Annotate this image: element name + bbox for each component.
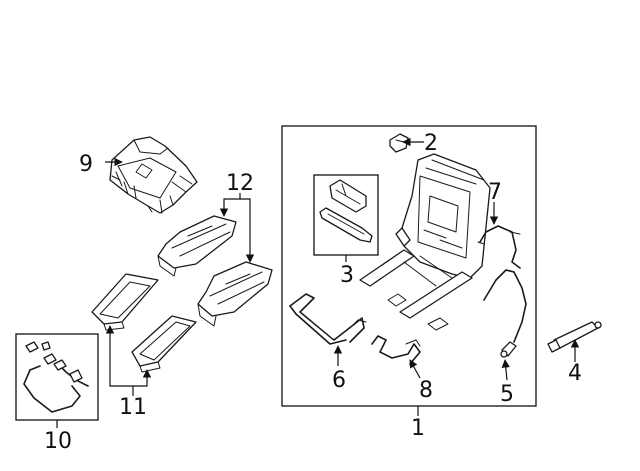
callout-9: 9 [79,152,93,177]
part-12-rail-trim-upper[interactable] [157,215,237,277]
seat-assembly-box [281,125,537,407]
part-7-cable[interactable] [477,225,521,269]
callout-11: 11 [119,395,147,420]
part-11-step-cover-left[interactable] [91,273,159,331]
part-3-latch-kit[interactable] [319,179,373,243]
part-8-cable[interactable] [371,335,421,365]
part-6-wire-frame[interactable] [289,293,367,345]
callout-3: 3 [340,263,354,288]
part-10-cable-kit[interactable] [23,341,89,413]
part-4-gas-strut[interactable] [547,321,602,353]
callout-12: 12 [226,171,254,196]
part-11-step-cover-right[interactable] [131,315,197,373]
callout-5: 5 [500,382,514,407]
part-1-seat-frame[interactable] [359,153,491,331]
callout-4: 4 [568,361,582,386]
callout-10: 10 [44,429,72,454]
callout-1: 1 [411,416,425,441]
callout-6: 6 [332,368,346,393]
callout-7: 7 [488,180,502,205]
part-2-bracket[interactable] [389,133,409,153]
part-5-release-cable[interactable] [483,269,527,358]
callout-2: 2 [424,131,438,156]
part-9-cushion-tray[interactable] [109,136,198,214]
callout-8: 8 [419,378,433,403]
part-12-rail-trim-lower[interactable] [197,261,273,327]
